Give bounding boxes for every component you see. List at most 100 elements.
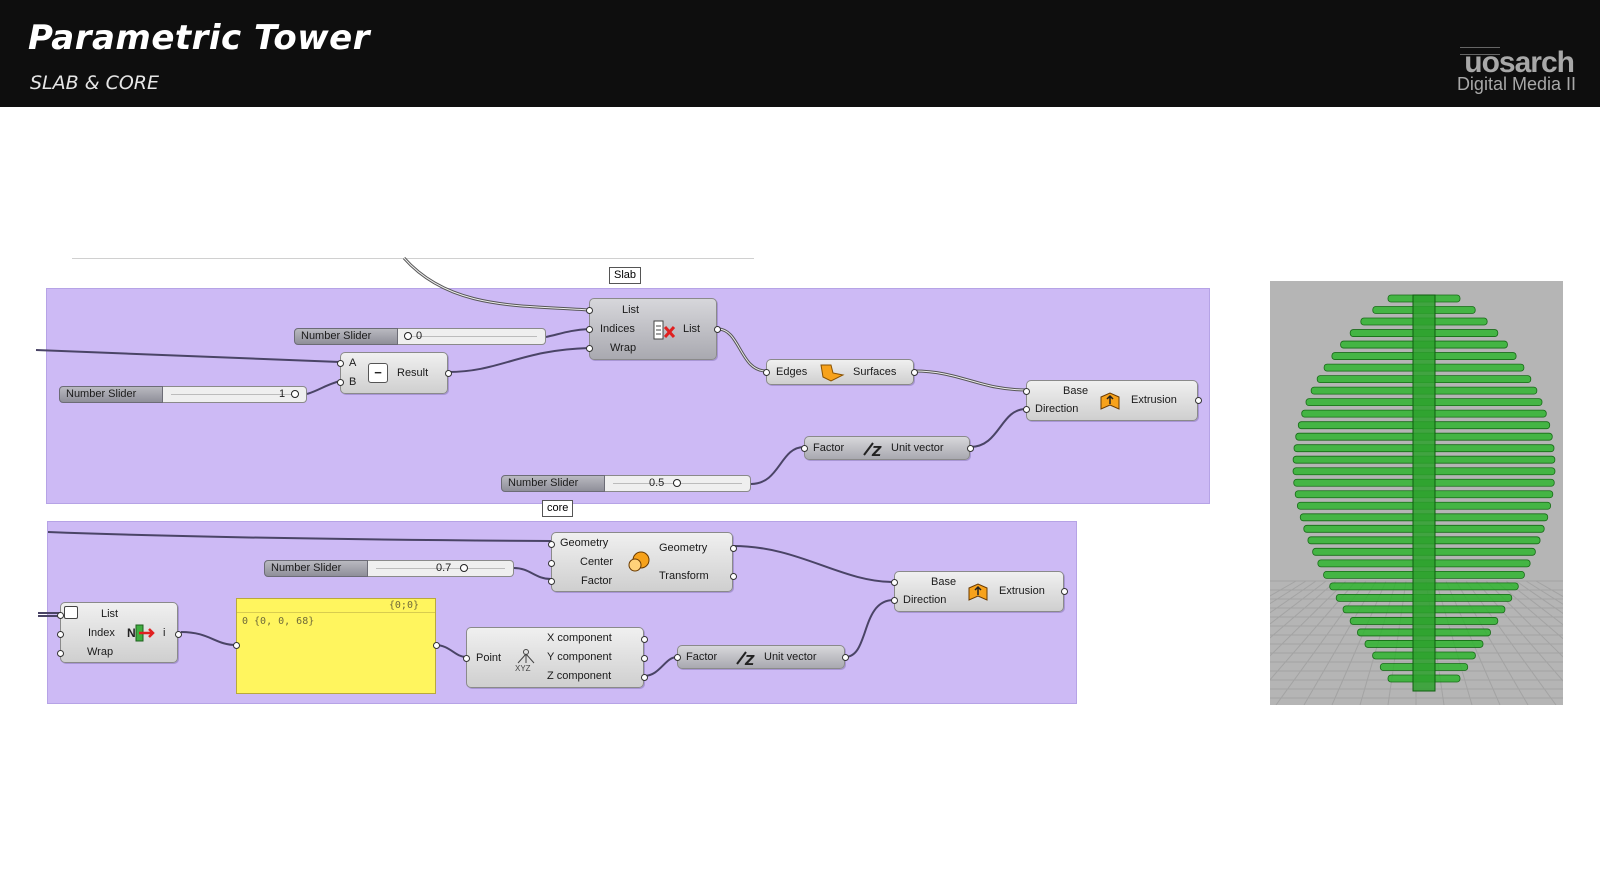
slab-group-tag[interactable]: Slab bbox=[609, 267, 642, 284]
output-label-extrusion: Extrusion bbox=[1131, 394, 1177, 406]
slider-name: Number Slider bbox=[264, 560, 368, 577]
core-group-tag[interactable]: core bbox=[542, 500, 574, 517]
input-label-base: Base bbox=[931, 576, 957, 588]
slider-name: Number Slider bbox=[501, 475, 605, 492]
direction-input-port[interactable] bbox=[891, 597, 898, 604]
list-input-port[interactable] bbox=[57, 612, 64, 619]
slider-track[interactable] bbox=[368, 560, 514, 577]
deconstruct-point-component[interactable]: Point XYZ X component Y component Z comp… bbox=[463, 627, 648, 688]
unit-vector-output-port[interactable] bbox=[842, 654, 849, 661]
output-label-result: Result bbox=[397, 367, 429, 379]
extrusion-output-port[interactable] bbox=[1195, 397, 1202, 404]
base-input-port[interactable] bbox=[1023, 388, 1030, 395]
input-label-center: Center bbox=[580, 556, 614, 568]
panel-content: 0 {0, 0, 68} bbox=[242, 616, 315, 627]
panel-input-port[interactable] bbox=[233, 642, 240, 649]
x-output-port[interactable] bbox=[641, 636, 648, 643]
unit-vector-output-port[interactable] bbox=[967, 445, 974, 452]
slider-grip[interactable] bbox=[460, 564, 468, 572]
list-input-port[interactable] bbox=[586, 307, 593, 314]
input-label-direction: Direction bbox=[1035, 403, 1079, 415]
panel-component[interactable]: {0;0} 0 {0, 0, 68} bbox=[233, 598, 440, 694]
list-item-component[interactable]: List Indices Wrap List bbox=[586, 298, 721, 360]
deconstruct-point-icon: XYZ bbox=[515, 649, 535, 672]
extrusion-component-core[interactable]: Base Direction Extrusion bbox=[891, 571, 1068, 612]
output-label-extrusion: Extrusion bbox=[999, 585, 1045, 597]
tower-render bbox=[1270, 294, 1563, 705]
input-label-factor: Factor bbox=[686, 651, 718, 663]
unit-z-component-slab[interactable]: Factor Z Unit vector bbox=[801, 436, 974, 460]
wrap-input-port[interactable] bbox=[586, 345, 593, 352]
number-slider-b[interactable]: Number Slider 1 bbox=[59, 386, 307, 403]
output-label-unit-vector: Unit vector bbox=[891, 442, 944, 454]
core-extrusion bbox=[1412, 294, 1436, 692]
input-label-wrap: Wrap bbox=[610, 342, 637, 354]
slider-value: 0.7 bbox=[436, 562, 452, 574]
input-label-base: Base bbox=[1063, 385, 1089, 397]
b-input-port[interactable] bbox=[337, 379, 344, 386]
slider-grip[interactable] bbox=[291, 390, 299, 398]
extrusion-component-slab[interactable]: Base Direction Extrusion bbox=[1023, 380, 1202, 421]
geometry-input-port[interactable] bbox=[548, 541, 555, 548]
input-label-list: List bbox=[101, 608, 119, 620]
base-input-port[interactable] bbox=[891, 579, 898, 586]
boundary-surfaces-component[interactable]: Edges Surfaces bbox=[763, 359, 918, 385]
input-label-wrap: Wrap bbox=[87, 646, 114, 658]
geometry-output-port[interactable] bbox=[730, 545, 737, 552]
factor-input-port[interactable] bbox=[548, 578, 555, 585]
cull-index-icon bbox=[653, 320, 676, 340]
divider-line bbox=[72, 258, 754, 259]
unit-z-component-core[interactable]: Factor Z Unit vector bbox=[674, 645, 849, 669]
slider-value: 0 bbox=[416, 330, 423, 342]
a-input-port[interactable] bbox=[337, 360, 344, 367]
surfaces-output-port[interactable] bbox=[911, 369, 918, 376]
indices-input-port[interactable] bbox=[586, 326, 593, 333]
page-title: Parametric Tower bbox=[28, 18, 370, 58]
slider-grip[interactable] bbox=[404, 332, 412, 340]
index-input-port[interactable] bbox=[57, 631, 64, 638]
direction-input-port[interactable] bbox=[1023, 406, 1030, 413]
svg-text:N: N bbox=[127, 626, 136, 640]
number-slider-indices[interactable]: Number Slider 0 bbox=[294, 328, 546, 345]
svg-text:XYZ: XYZ bbox=[515, 664, 531, 672]
brand-subtitle: Digital Media II bbox=[1456, 74, 1576, 94]
transform-output-port[interactable] bbox=[730, 573, 737, 580]
input-label-direction: Direction bbox=[903, 594, 947, 606]
y-output-port[interactable] bbox=[641, 655, 648, 662]
output-label-z: Z component bbox=[547, 670, 612, 682]
panel-header: {0;0} bbox=[237, 599, 435, 613]
rhino-viewport[interactable] bbox=[1270, 281, 1563, 705]
svg-text:Z: Z bbox=[744, 654, 755, 667]
list-output-port[interactable] bbox=[714, 326, 721, 333]
point-input-port[interactable] bbox=[463, 655, 470, 662]
output-label-unit-vector: Unit vector bbox=[764, 651, 817, 663]
list-item-component-core[interactable]: List Index Wrap N i bbox=[57, 602, 182, 663]
extrusion-icon bbox=[968, 583, 988, 601]
wrap-input-port[interactable] bbox=[57, 650, 64, 657]
i-output-port[interactable] bbox=[175, 631, 182, 638]
z-output-port[interactable] bbox=[641, 674, 648, 681]
page-subtitle: SLAB & CORE bbox=[30, 72, 160, 94]
center-input-port[interactable] bbox=[548, 560, 555, 567]
result-output-port[interactable] bbox=[445, 370, 452, 377]
slider-grip[interactable] bbox=[673, 479, 681, 487]
input-label-list: List bbox=[622, 304, 640, 316]
subtraction-component[interactable]: A B − Result bbox=[337, 352, 452, 394]
factor-input-port[interactable] bbox=[674, 654, 681, 661]
input-label-b: B bbox=[349, 376, 357, 388]
output-label-geometry: Geometry bbox=[659, 542, 708, 554]
slider-name: Number Slider bbox=[294, 328, 398, 345]
slider-track[interactable] bbox=[163, 386, 307, 403]
unit-z-icon: Z bbox=[736, 651, 755, 667]
factor-input-port[interactable] bbox=[801, 445, 808, 452]
number-slider-factor[interactable]: Number Slider 0.5 bbox=[501, 475, 751, 492]
edges-input-port[interactable] bbox=[763, 369, 770, 376]
output-label-surfaces: Surfaces bbox=[853, 366, 897, 378]
svg-text:Z: Z bbox=[871, 445, 882, 458]
panel-output-port[interactable] bbox=[433, 642, 440, 649]
scale-component[interactable]: Geometry Center Factor Geometry Transfor… bbox=[548, 532, 737, 592]
extrusion-output-port[interactable] bbox=[1061, 588, 1068, 595]
brand-logo: uosarch bbox=[1464, 46, 1575, 79]
number-slider-scale[interactable]: Number Slider 0.7 bbox=[264, 560, 514, 577]
slider-track[interactable] bbox=[398, 328, 546, 345]
